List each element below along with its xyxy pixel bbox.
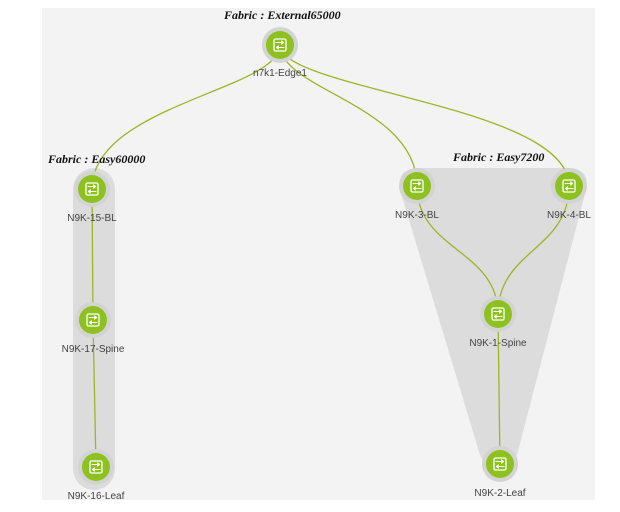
fabric-label-external: Fabric : External65000	[224, 8, 341, 22]
node-body	[403, 172, 431, 200]
node-label-leaf2: N9K-2-Leaf	[474, 488, 526, 499]
link-layer	[91, 44, 570, 468]
node-label-leaf16: N9K-16-Leaf	[67, 491, 125, 502]
link-bl15-spine17	[91, 188, 94, 321]
switch-icon	[86, 313, 100, 327]
node-body	[79, 306, 107, 334]
fabric-label-easy60000: Fabric : Easy60000	[48, 152, 146, 166]
node-label-bl4: N9K-4-BL	[547, 210, 591, 221]
link-edge1-bl4	[279, 44, 570, 187]
switch-icon	[273, 38, 287, 52]
node-label-edge1: n7k1-Edge1	[253, 68, 307, 79]
link-bl3-spine1	[416, 185, 499, 315]
node-label-spine1: N9K-1-Spine	[469, 338, 527, 349]
link-bl4-spine1	[497, 185, 570, 315]
switch-icon	[562, 179, 576, 193]
link-edge1-bl15	[91, 44, 281, 190]
node-leaf16[interactable]	[78, 449, 114, 485]
node-label-bl3: N9K-3-BL	[395, 210, 439, 221]
node-body	[82, 453, 110, 481]
switch-icon	[491, 307, 505, 321]
node-body	[486, 450, 514, 478]
switch-icon	[410, 179, 424, 193]
node-body	[266, 31, 294, 59]
node-bl4[interactable]	[551, 168, 587, 204]
node-body	[484, 300, 512, 328]
link-spine17-leaf16	[92, 319, 97, 468]
node-layer	[74, 27, 587, 485]
fabric-label-easy7200: Fabric : Easy7200	[453, 150, 545, 164]
link-spine1-leaf2	[497, 313, 501, 465]
node-bl15[interactable]	[74, 171, 110, 207]
node-spine17[interactable]	[75, 302, 111, 338]
node-leaf2[interactable]	[482, 446, 518, 482]
node-body	[78, 175, 106, 203]
switch-icon	[85, 182, 99, 196]
switch-icon	[89, 460, 103, 474]
node-label-bl15: N9K-15-BL	[67, 213, 117, 224]
node-bl3[interactable]	[399, 168, 435, 204]
node-label-spine17: N9K-17-Spine	[61, 344, 125, 355]
node-spine1[interactable]	[480, 296, 516, 332]
node-edge1[interactable]	[262, 27, 298, 63]
switch-icon	[493, 457, 507, 471]
node-body	[555, 172, 583, 200]
